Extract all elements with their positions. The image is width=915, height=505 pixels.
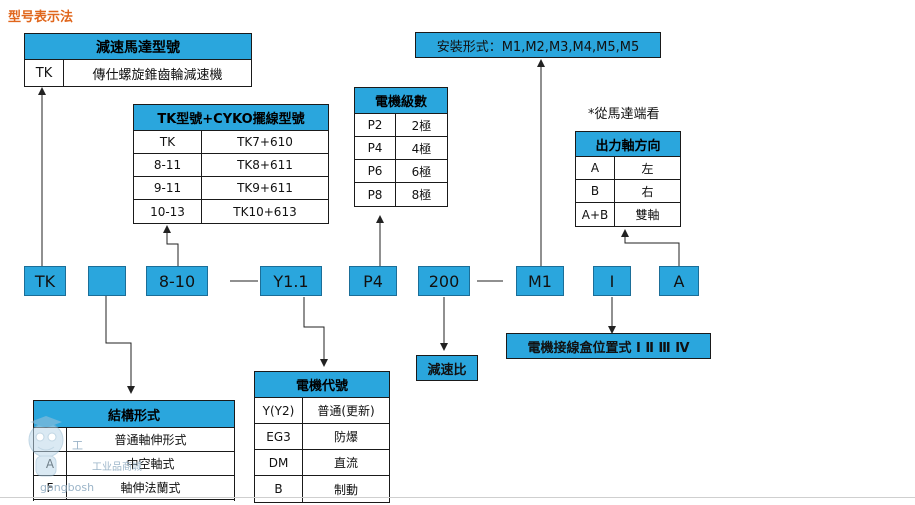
code-box-ratio: 200 bbox=[418, 266, 470, 296]
table-row: B 右 bbox=[576, 180, 680, 203]
page-title: 型号表示法 bbox=[8, 10, 74, 25]
table-row: 10-13 TK10+613 bbox=[134, 200, 328, 223]
table-row: TK TK7+610 bbox=[134, 131, 328, 154]
watermark-site: 工业品商城 bbox=[92, 462, 142, 473]
arrow-structure bbox=[105, 296, 135, 394]
mount-label: 安裝形式：M1,M2,M3,M4,M5,M5 bbox=[415, 32, 661, 58]
table-row: P6 6極 bbox=[355, 160, 447, 183]
table-row: 普通軸伸形式 bbox=[34, 428, 234, 452]
code-box-structure bbox=[88, 266, 126, 296]
table-row: P4 4極 bbox=[355, 137, 447, 160]
code-box-shaft: A bbox=[659, 266, 699, 296]
table-row: A+B 雙軸 bbox=[576, 203, 680, 226]
table-row: F 軸伸法蘭式 bbox=[34, 476, 234, 500]
bottom-divider bbox=[0, 497, 915, 498]
arrow-cyko bbox=[163, 225, 179, 266]
poles-table-header: 電機級數 bbox=[355, 88, 447, 114]
table-row: 9-11 TK9+611 bbox=[134, 177, 328, 200]
table-row: P8 8極 bbox=[355, 183, 447, 206]
cyko-table: TK型號+CYKO擺線型號 TK TK7+610 8-11 TK8+611 9-… bbox=[133, 104, 329, 224]
motor-table-header: 電機代號 bbox=[255, 372, 389, 398]
watermark-mascot-icon bbox=[28, 416, 64, 477]
watermark-brand: 工 bbox=[72, 439, 83, 452]
view-note: *從馬達端看 bbox=[588, 107, 660, 122]
table-row: Y(Y2) 普通(更新) bbox=[255, 398, 389, 424]
junction-label: 電機接線盒位置式 Ⅰ Ⅱ Ⅲ Ⅳ bbox=[506, 333, 711, 359]
arrow-motor bbox=[303, 297, 328, 367]
code-box-poles: P4 bbox=[349, 266, 397, 296]
cyko-table-header: TK型號+CYKO擺線型號 bbox=[134, 105, 328, 131]
code-box-junction: I bbox=[593, 266, 631, 296]
watermark-url: gongbosh bbox=[40, 481, 95, 494]
motor-table: 電機代號 Y(Y2) 普通(更新) EG3 防爆 DM 直流 B 制動 bbox=[254, 371, 390, 503]
shaft-table: 出力軸方向 A 左 B 右 A+B 雙軸 bbox=[575, 131, 681, 227]
table-row: A 左 bbox=[576, 157, 680, 180]
shaft-table-header: 出力軸方向 bbox=[576, 132, 680, 157]
table-row: B 制動 bbox=[255, 476, 389, 502]
code-box-power: Y1.1 bbox=[260, 266, 322, 296]
table-row: P2 2極 bbox=[355, 114, 447, 137]
code-box-mount: M1 bbox=[516, 266, 564, 296]
code-box-size: 8-10 bbox=[146, 266, 208, 296]
tk-table-header: 減速馬達型號 bbox=[25, 34, 251, 60]
arrow-shaft bbox=[621, 229, 680, 266]
poles-table: 電機級數 P2 2極 P4 4極 P6 6極 P8 8極 bbox=[354, 87, 448, 207]
tk-table: 減速馬達型號 TK 傳仕螺旋錐齒輪減速機 bbox=[24, 33, 252, 87]
table-row: EG3 防爆 bbox=[255, 424, 389, 450]
structure-table-header: 結構形式 bbox=[34, 401, 234, 428]
ratio-label: 減速比 bbox=[416, 355, 478, 381]
table-row: DM 直流 bbox=[255, 450, 389, 476]
table-row: TK 傳仕螺旋錐齒輪減速機 bbox=[25, 60, 251, 86]
table-row: 8-11 TK8+611 bbox=[134, 154, 328, 177]
code-box-tk: TK bbox=[24, 266, 66, 296]
